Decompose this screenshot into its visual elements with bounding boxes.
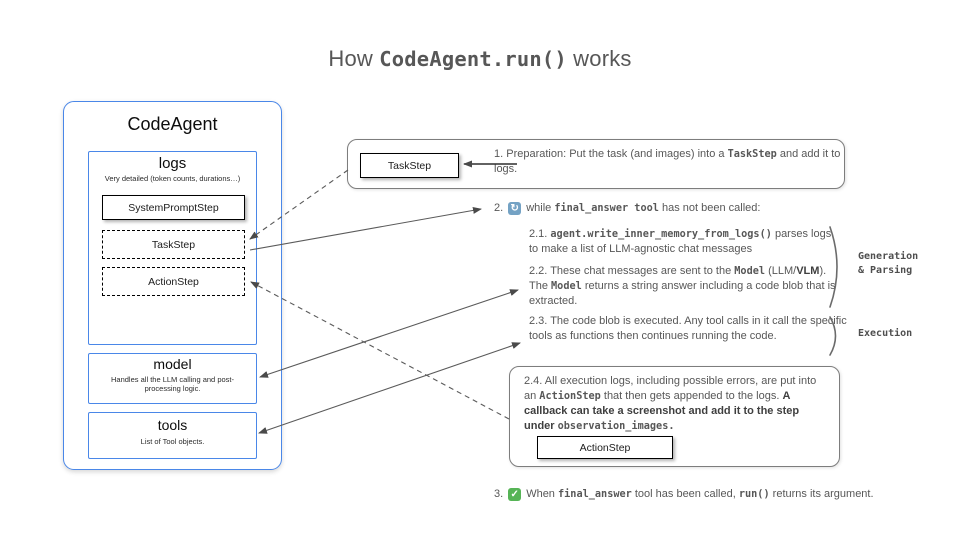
check-icon: ✓ [508, 488, 522, 501]
arrow-step24-to-actionstep [250, 281, 510, 420]
tools-box: tools List of Tool objects. [88, 412, 257, 459]
logs-title: logs [158, 155, 187, 172]
step2-4-box: 2.4. All execution logs, including possi… [509, 366, 840, 467]
codeagent-panel: CodeAgent logs Very detailed (token coun… [63, 101, 282, 470]
page-title: How CodeAgent.run() works [328, 46, 632, 71]
step2-2-text: 2.2. These chat messages are sent to the… [529, 265, 836, 307]
step1-box: TaskStep 1. Preparation: Put the task (a… [347, 139, 845, 189]
model-box: model Handles all the LLM calling and po… [88, 353, 257, 404]
step2-1-2-block: 2.1. agent.write_inner_memory_from_logs(… [529, 227, 841, 309]
step1-taskstep-chip: TaskStep [360, 153, 459, 178]
arrow-model-step22 [259, 289, 519, 378]
step2-1-text: 2.1. agent.write_inner_memory_from_logs(… [529, 228, 832, 255]
step1-text: 1. Preparation: Put the task (and images… [494, 148, 841, 175]
model-title: model [153, 356, 192, 372]
step2-3-text: 2.3. The code blob is executed. Any tool… [529, 315, 847, 342]
logs-subtitle: Very detailed (token counts, durations…) [104, 174, 241, 183]
arrow-taskstep-to-step2 [249, 206, 482, 251]
arrow-tools-step23 [258, 342, 521, 434]
step2-4-actionstep-chip: ActionStep [537, 436, 673, 459]
execution-brace [829, 316, 837, 356]
generation-parsing-label: Generation & Parsing [858, 251, 919, 276]
codeagent-panel-title: CodeAgent [127, 114, 218, 134]
model-subtitle: Handles all the LLM calling and post-pro… [111, 375, 234, 393]
step3-text: When final_answer tool has been called, … [526, 488, 874, 500]
step2-text: while final_answer tool has not been cal… [526, 202, 761, 214]
step2-3-block: 2.3. The code blob is executed. Any tool… [529, 314, 851, 344]
tools-title: tools [157, 417, 188, 433]
logs-box: logs Very detailed (token counts, durati… [88, 151, 257, 345]
action-step-chip: ActionStep [102, 267, 245, 296]
task-step-chip: TaskStep [102, 230, 245, 259]
tools-subtitle: List of Tool objects. [140, 437, 205, 446]
step3-number: 3. [494, 488, 504, 500]
systemprompt-step-chip: SystemPromptStep [102, 195, 245, 220]
step2-row: 2. ↻ while final_answer tool has not bee… [494, 201, 760, 216]
generation-brace [829, 226, 838, 308]
step2-number: 2. [494, 202, 504, 214]
step3-row: 3. ✓ When final_answer tool has been cal… [494, 487, 874, 502]
repeat-icon: ↻ [508, 202, 522, 215]
execution-label: Execution [858, 328, 913, 339]
step2-4-text: 2.4. All execution logs, including possi… [524, 375, 817, 432]
